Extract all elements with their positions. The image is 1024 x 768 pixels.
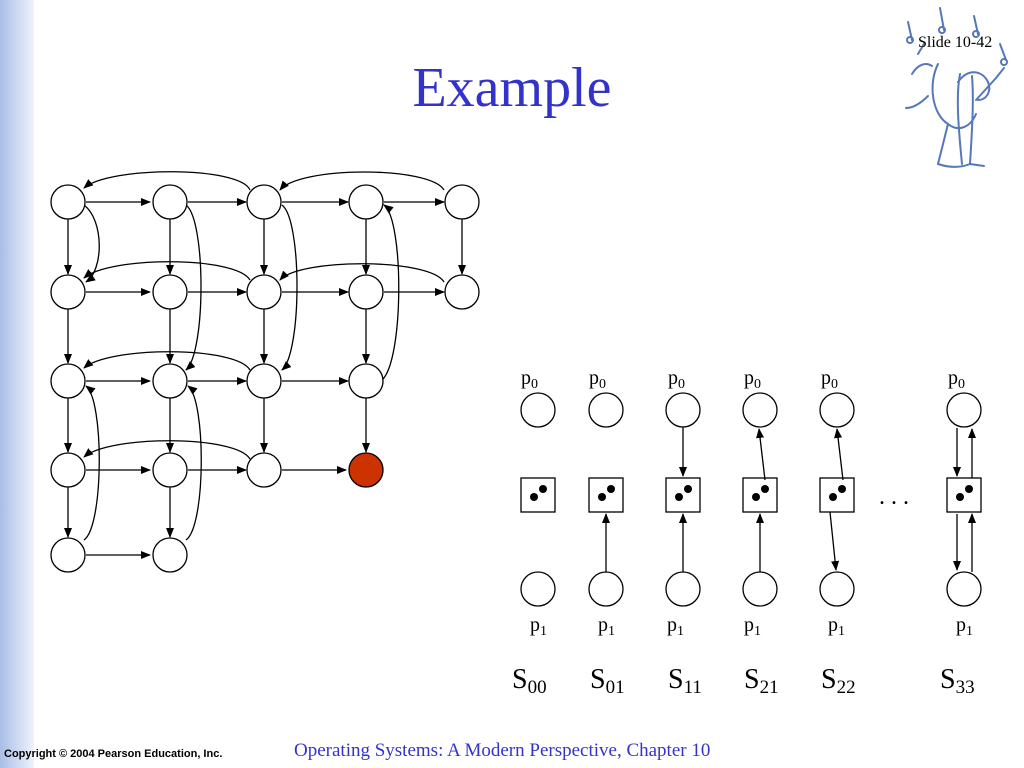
state-0-top-label: p0 [521,367,538,392]
state-5-p0-circle [946,392,982,428]
state-2-p1-circle [665,571,701,607]
state-0-p0-circle [520,392,556,428]
node-3-0 [50,452,86,488]
state-5-name: S33 [940,664,975,698]
state-labels: p0 p0 p0 p0 p0 p0 p1 p1 p1 p1 p1 p1 S00 … [512,367,975,698]
node-1-0 [50,274,86,310]
node-2-0 [50,363,86,399]
node-0-0 [50,184,86,220]
state-1-p1-circle [588,571,624,607]
grid-edges [64,171,466,559]
state-2-top-label: p0 [668,367,685,392]
state-4-bottom-label: p1 [828,614,845,639]
state-4-top-label: p0 [821,367,838,392]
state-1-resource-box [588,477,624,513]
node-3-2 [246,452,282,488]
footer-text: Operating Systems: A Modern Perspective,… [294,740,711,761]
state-0-name: S00 [512,664,547,698]
state-3-p1-circle [742,571,778,607]
state-1-top-label: p0 [589,367,606,392]
node-1-2 [246,274,282,310]
slide-number: Slide 10-42 [918,34,993,51]
state-0-resource-box [520,477,556,513]
state-3-top-label: p0 [744,367,761,392]
node-1-4 [444,274,480,310]
node-2-3 [348,363,384,399]
state-5-bottom-label: p1 [956,614,973,639]
node-1-3 [348,274,384,310]
grid-nodes [50,184,480,573]
state-2-p0-circle [665,392,701,428]
state-3-resource-box [742,477,778,513]
state-4-resource-box [819,477,855,513]
state-2-bottom-label: p1 [667,614,684,639]
node-4-0 [50,537,86,573]
left-decorative-bar [0,0,34,768]
state-arrows [602,427,976,572]
node-1-1 [152,274,188,310]
state-3-bottom-label: p1 [744,614,761,639]
slide-title: Example [412,57,612,119]
state-3-name: S21 [744,664,779,698]
state-1-p0-circle [588,392,624,428]
node-2-1 [152,363,188,399]
state-4-p1-circle [819,571,855,607]
state-1-name: S01 [590,664,625,698]
state-sequence [520,392,982,607]
node-0-2 [246,184,282,220]
state-2-name: S11 [668,664,702,698]
state-5-resource-box [946,477,982,513]
state-1-bottom-label: p1 [598,614,615,639]
node-0-1 [152,184,188,220]
node-3-1 [152,452,188,488]
node-3-3-highlight [348,452,384,488]
copyright-notice: Copyright © 2004 Pearson Education, Inc. [4,748,223,760]
state-5-top-label: p0 [948,367,965,392]
state-5-p1-circle [946,571,982,607]
node-0-3 [348,184,384,220]
state-2-resource-box [665,477,701,513]
node-4-1 [152,537,188,573]
resource-units [530,485,973,501]
state-4-p0-circle [819,392,855,428]
state-0-bottom-label: p1 [530,614,547,639]
state-0-p1-circle [520,571,556,607]
node-0-4 [444,184,480,220]
conductor-logo-icon [905,7,1008,168]
node-2-2 [246,363,282,399]
ellipsis: . . . [879,484,909,510]
state-4-name: S22 [821,664,856,698]
state-3-p0-circle [742,392,778,428]
